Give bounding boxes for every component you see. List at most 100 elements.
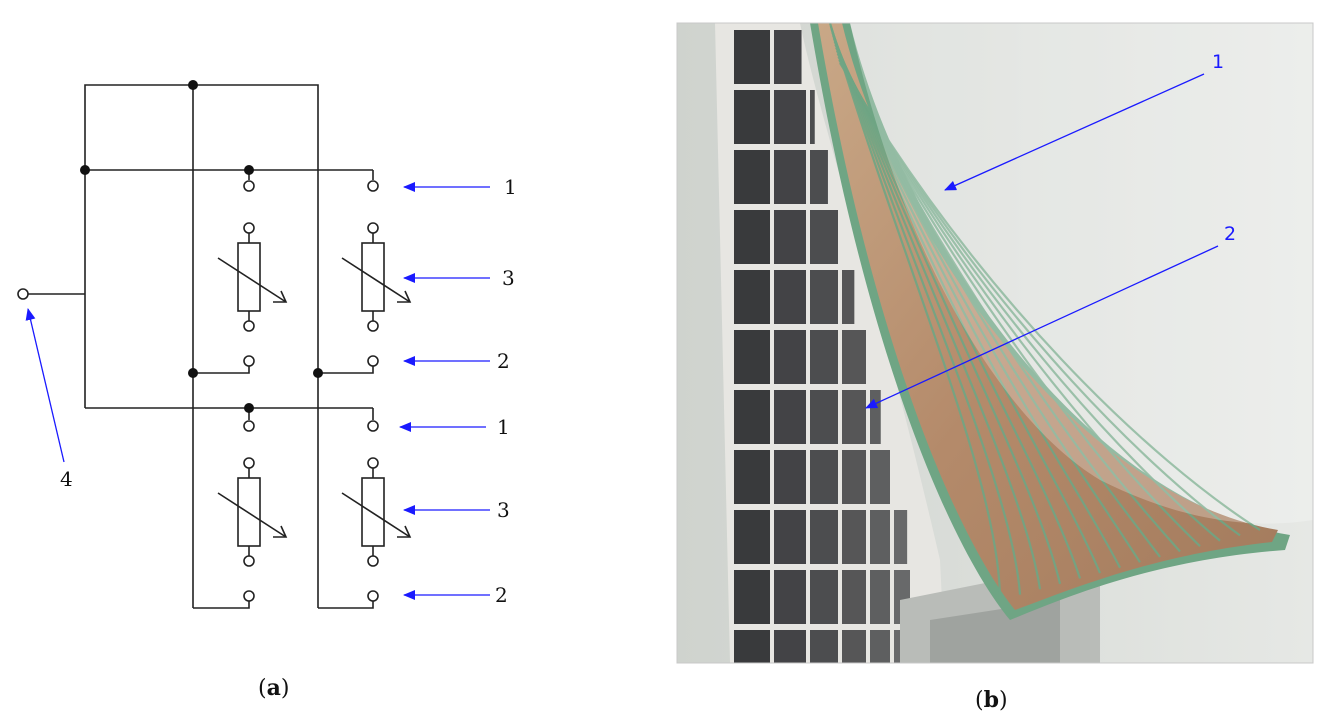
junction-right-term2 bbox=[313, 368, 323, 378]
junction-dots bbox=[80, 80, 323, 413]
variable-arrow bbox=[217, 257, 287, 303]
grid-cell bbox=[774, 210, 806, 264]
variable-arrow bbox=[341, 257, 411, 303]
junction-top bbox=[188, 80, 198, 90]
photo-label-2: 2 bbox=[1224, 223, 1236, 245]
sheet-electrode-line bbox=[839, 62, 1261, 531]
circuit-labels: 1 3 2 1 3 2 4 bbox=[60, 175, 517, 607]
terminal-open-circle bbox=[243, 320, 255, 332]
grid-cell bbox=[774, 30, 802, 84]
grid-cell bbox=[734, 150, 770, 204]
grid-cell bbox=[894, 510, 908, 564]
grid-cell bbox=[734, 450, 770, 504]
sheet-electrode-line bbox=[835, 47, 1161, 558]
grid-cell bbox=[842, 630, 866, 663]
arrow-terminal-4 bbox=[25, 308, 65, 463]
grid-cell bbox=[870, 510, 890, 564]
grid-cell bbox=[810, 150, 828, 204]
sheet-electrode-line bbox=[829, 25, 1022, 595]
caption-b: (b) bbox=[975, 687, 1008, 713]
grid-cell bbox=[774, 630, 806, 663]
grid-cell bbox=[774, 390, 806, 444]
grid-cell bbox=[774, 570, 806, 624]
sensor-photo bbox=[677, 23, 1313, 663]
grid-cell bbox=[870, 630, 890, 663]
terminal-open-circle bbox=[367, 320, 379, 332]
grid-cell bbox=[734, 90, 770, 144]
circuit-label-arrows bbox=[25, 182, 490, 600]
grid-cell bbox=[870, 570, 890, 624]
circuit-wires bbox=[28, 84, 374, 609]
sheet-electrode-line bbox=[834, 44, 1141, 563]
variable-resistor bbox=[361, 242, 385, 312]
variable-arrow bbox=[341, 492, 411, 538]
grid-cells bbox=[734, 30, 910, 663]
junction-left-upper bbox=[80, 165, 90, 175]
grid-cell bbox=[774, 150, 806, 204]
grid-cell bbox=[842, 450, 866, 504]
grid-cell bbox=[810, 450, 838, 504]
photo-label-arrows bbox=[865, 73, 1219, 409]
sheet-electrode-line bbox=[832, 37, 1102, 574]
circuit-diagram bbox=[17, 80, 412, 609]
grid-cell bbox=[842, 330, 866, 384]
arrow-photo-1 bbox=[944, 73, 1205, 191]
grid-cell bbox=[734, 570, 770, 624]
variable-arrow-head bbox=[273, 290, 288, 303]
wire-term2-mid-upper bbox=[193, 366, 250, 374]
junction-left-term2 bbox=[188, 368, 198, 378]
terminal-open-circle bbox=[367, 355, 379, 367]
junction-mid-lower bbox=[244, 403, 254, 413]
terminal-open-circle bbox=[243, 457, 255, 469]
variable-arrow-head bbox=[273, 525, 288, 538]
label-4: 4 bbox=[60, 467, 73, 491]
flexible-sheet-copper bbox=[818, 23, 1278, 610]
terminal-open-circle bbox=[243, 355, 255, 367]
variable-resistor bbox=[237, 477, 261, 547]
sheet-electrode-line bbox=[831, 31, 1062, 585]
variable-arrow-head bbox=[397, 525, 412, 538]
grid-cell bbox=[734, 330, 770, 384]
label-1-lower: 1 bbox=[497, 415, 510, 439]
photo-frame bbox=[676, 22, 1314, 664]
grid-cell bbox=[810, 210, 838, 264]
sheet-electrode-line bbox=[833, 41, 1121, 569]
grid-cell bbox=[734, 210, 770, 264]
terminal-open-circle bbox=[243, 590, 255, 602]
grid-cell bbox=[810, 270, 838, 324]
grid-cell bbox=[870, 390, 881, 444]
resistor-block-lower-right bbox=[341, 420, 412, 602]
sensor-base-shadow bbox=[930, 600, 1060, 663]
input-terminal-4 bbox=[17, 288, 29, 300]
grid-cell bbox=[842, 270, 855, 324]
resistor-block-upper-right bbox=[341, 180, 412, 367]
sensor-grid-panel bbox=[715, 23, 945, 663]
grid-cell bbox=[870, 450, 890, 504]
grid-cell bbox=[842, 570, 866, 624]
grid-cell bbox=[810, 330, 838, 384]
variable-resistor bbox=[237, 242, 261, 312]
terminal-open-circle bbox=[367, 590, 379, 602]
grid-cell bbox=[774, 510, 806, 564]
caption-a: (a) bbox=[258, 675, 289, 701]
wire-term2-mid-lower bbox=[193, 601, 250, 609]
flexible-sheet-outer bbox=[810, 23, 1290, 620]
terminal-open-circle bbox=[367, 420, 379, 432]
wire-term2-right-upper bbox=[318, 366, 374, 374]
label-3-lower: 3 bbox=[497, 498, 510, 522]
terminal-open-circle bbox=[243, 222, 255, 234]
label-3-upper: 3 bbox=[502, 266, 515, 290]
terminal-open-circle bbox=[367, 222, 379, 234]
terminal-open-circle bbox=[367, 555, 379, 567]
grid-cell bbox=[842, 390, 866, 444]
grid-cell bbox=[810, 390, 838, 444]
wire-term2-right-lower bbox=[318, 601, 374, 609]
label-2-upper: 2 bbox=[497, 349, 510, 373]
grid-cell bbox=[774, 330, 806, 384]
terminal-open-circle bbox=[367, 180, 379, 192]
transparent-sheet bbox=[850, 23, 1313, 524]
grid-cell bbox=[774, 270, 806, 324]
variable-resistor bbox=[361, 477, 385, 547]
label-1-upper: 1 bbox=[504, 175, 517, 199]
terminal-open-circle bbox=[243, 180, 255, 192]
